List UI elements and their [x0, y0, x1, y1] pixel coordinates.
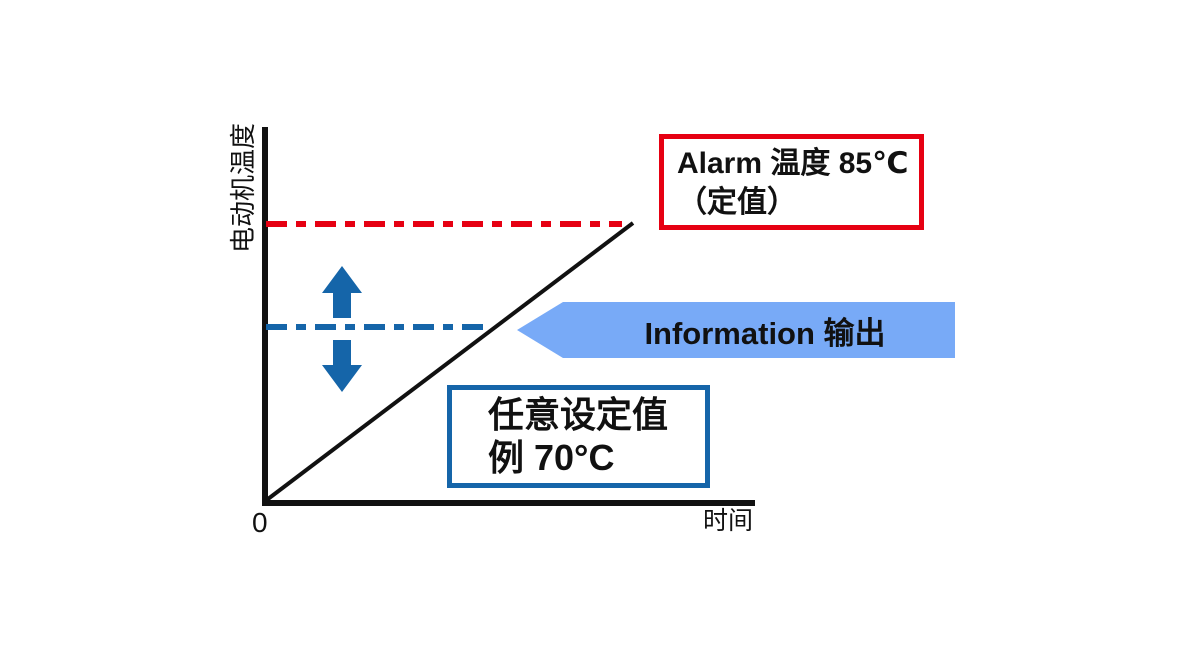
- information-output-label: Information 输出: [644, 315, 886, 351]
- alarm-callout-line2: （定值）: [677, 186, 797, 219]
- alarm-callout-line1: Alarm 温度 85℃: [677, 147, 909, 180]
- alarm-callout-box: Alarm 温度 85℃ （定值）: [659, 134, 924, 230]
- x-axis-label: 时间: [703, 507, 754, 535]
- setpoint-callout-box: 任意设定值 例 70°C: [447, 385, 710, 488]
- temperature-curve-line: [262, 221, 635, 504]
- y-axis-label: 电动机温度: [228, 123, 258, 254]
- information-output-banner: Information 输出: [517, 302, 955, 358]
- setpoint-callout-line2: 例 70°C: [488, 437, 615, 478]
- adjust-down-arrow-icon: [322, 340, 362, 392]
- origin-label: 0: [252, 507, 268, 538]
- adjust-up-arrow-icon: [322, 266, 362, 318]
- setpoint-callout-line1: 任意设定值: [488, 394, 669, 435]
